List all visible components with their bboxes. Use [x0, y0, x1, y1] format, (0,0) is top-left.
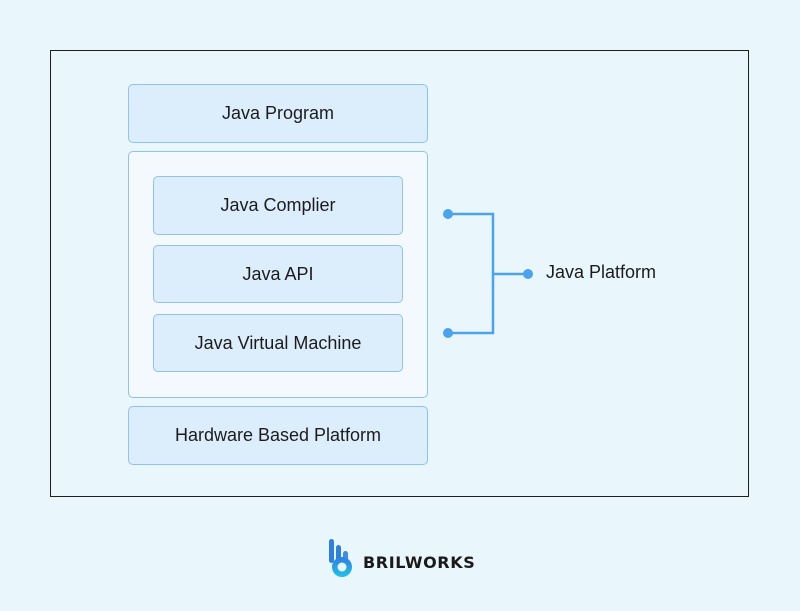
- bracket-dot-end: [523, 269, 533, 279]
- bracket-dot-top: [443, 209, 453, 219]
- diagram-frame: [50, 50, 749, 497]
- hardware-platform-box: Hardware Based Platform: [128, 406, 428, 465]
- java-program-label: Java Program: [221, 103, 335, 123]
- java-compiler-box: Java Complier: [153, 176, 403, 235]
- brilworks-logo-icon: [329, 539, 352, 577]
- hardware-platform-label: Hardware Based Platform: [174, 425, 382, 445]
- java-api-box: Java API: [153, 245, 403, 303]
- jvm-label: Java Virtual Machine: [194, 332, 362, 353]
- java-program-box: Java Program: [128, 84, 428, 143]
- java-compiler-label: Java Complier: [220, 195, 336, 215]
- java-platform-label: Java Platform: [546, 262, 657, 282]
- java-api-label: Java API: [242, 263, 314, 284]
- bracket-dot-bottom: [443, 328, 453, 338]
- bracket-line: [448, 212, 495, 335]
- brilworks-wordmark: BRILWORKS: [363, 552, 476, 572]
- brilworks-logo: BRILWORKS: [328, 538, 475, 580]
- jvm-box: Java Virtual Machine: [153, 314, 403, 372]
